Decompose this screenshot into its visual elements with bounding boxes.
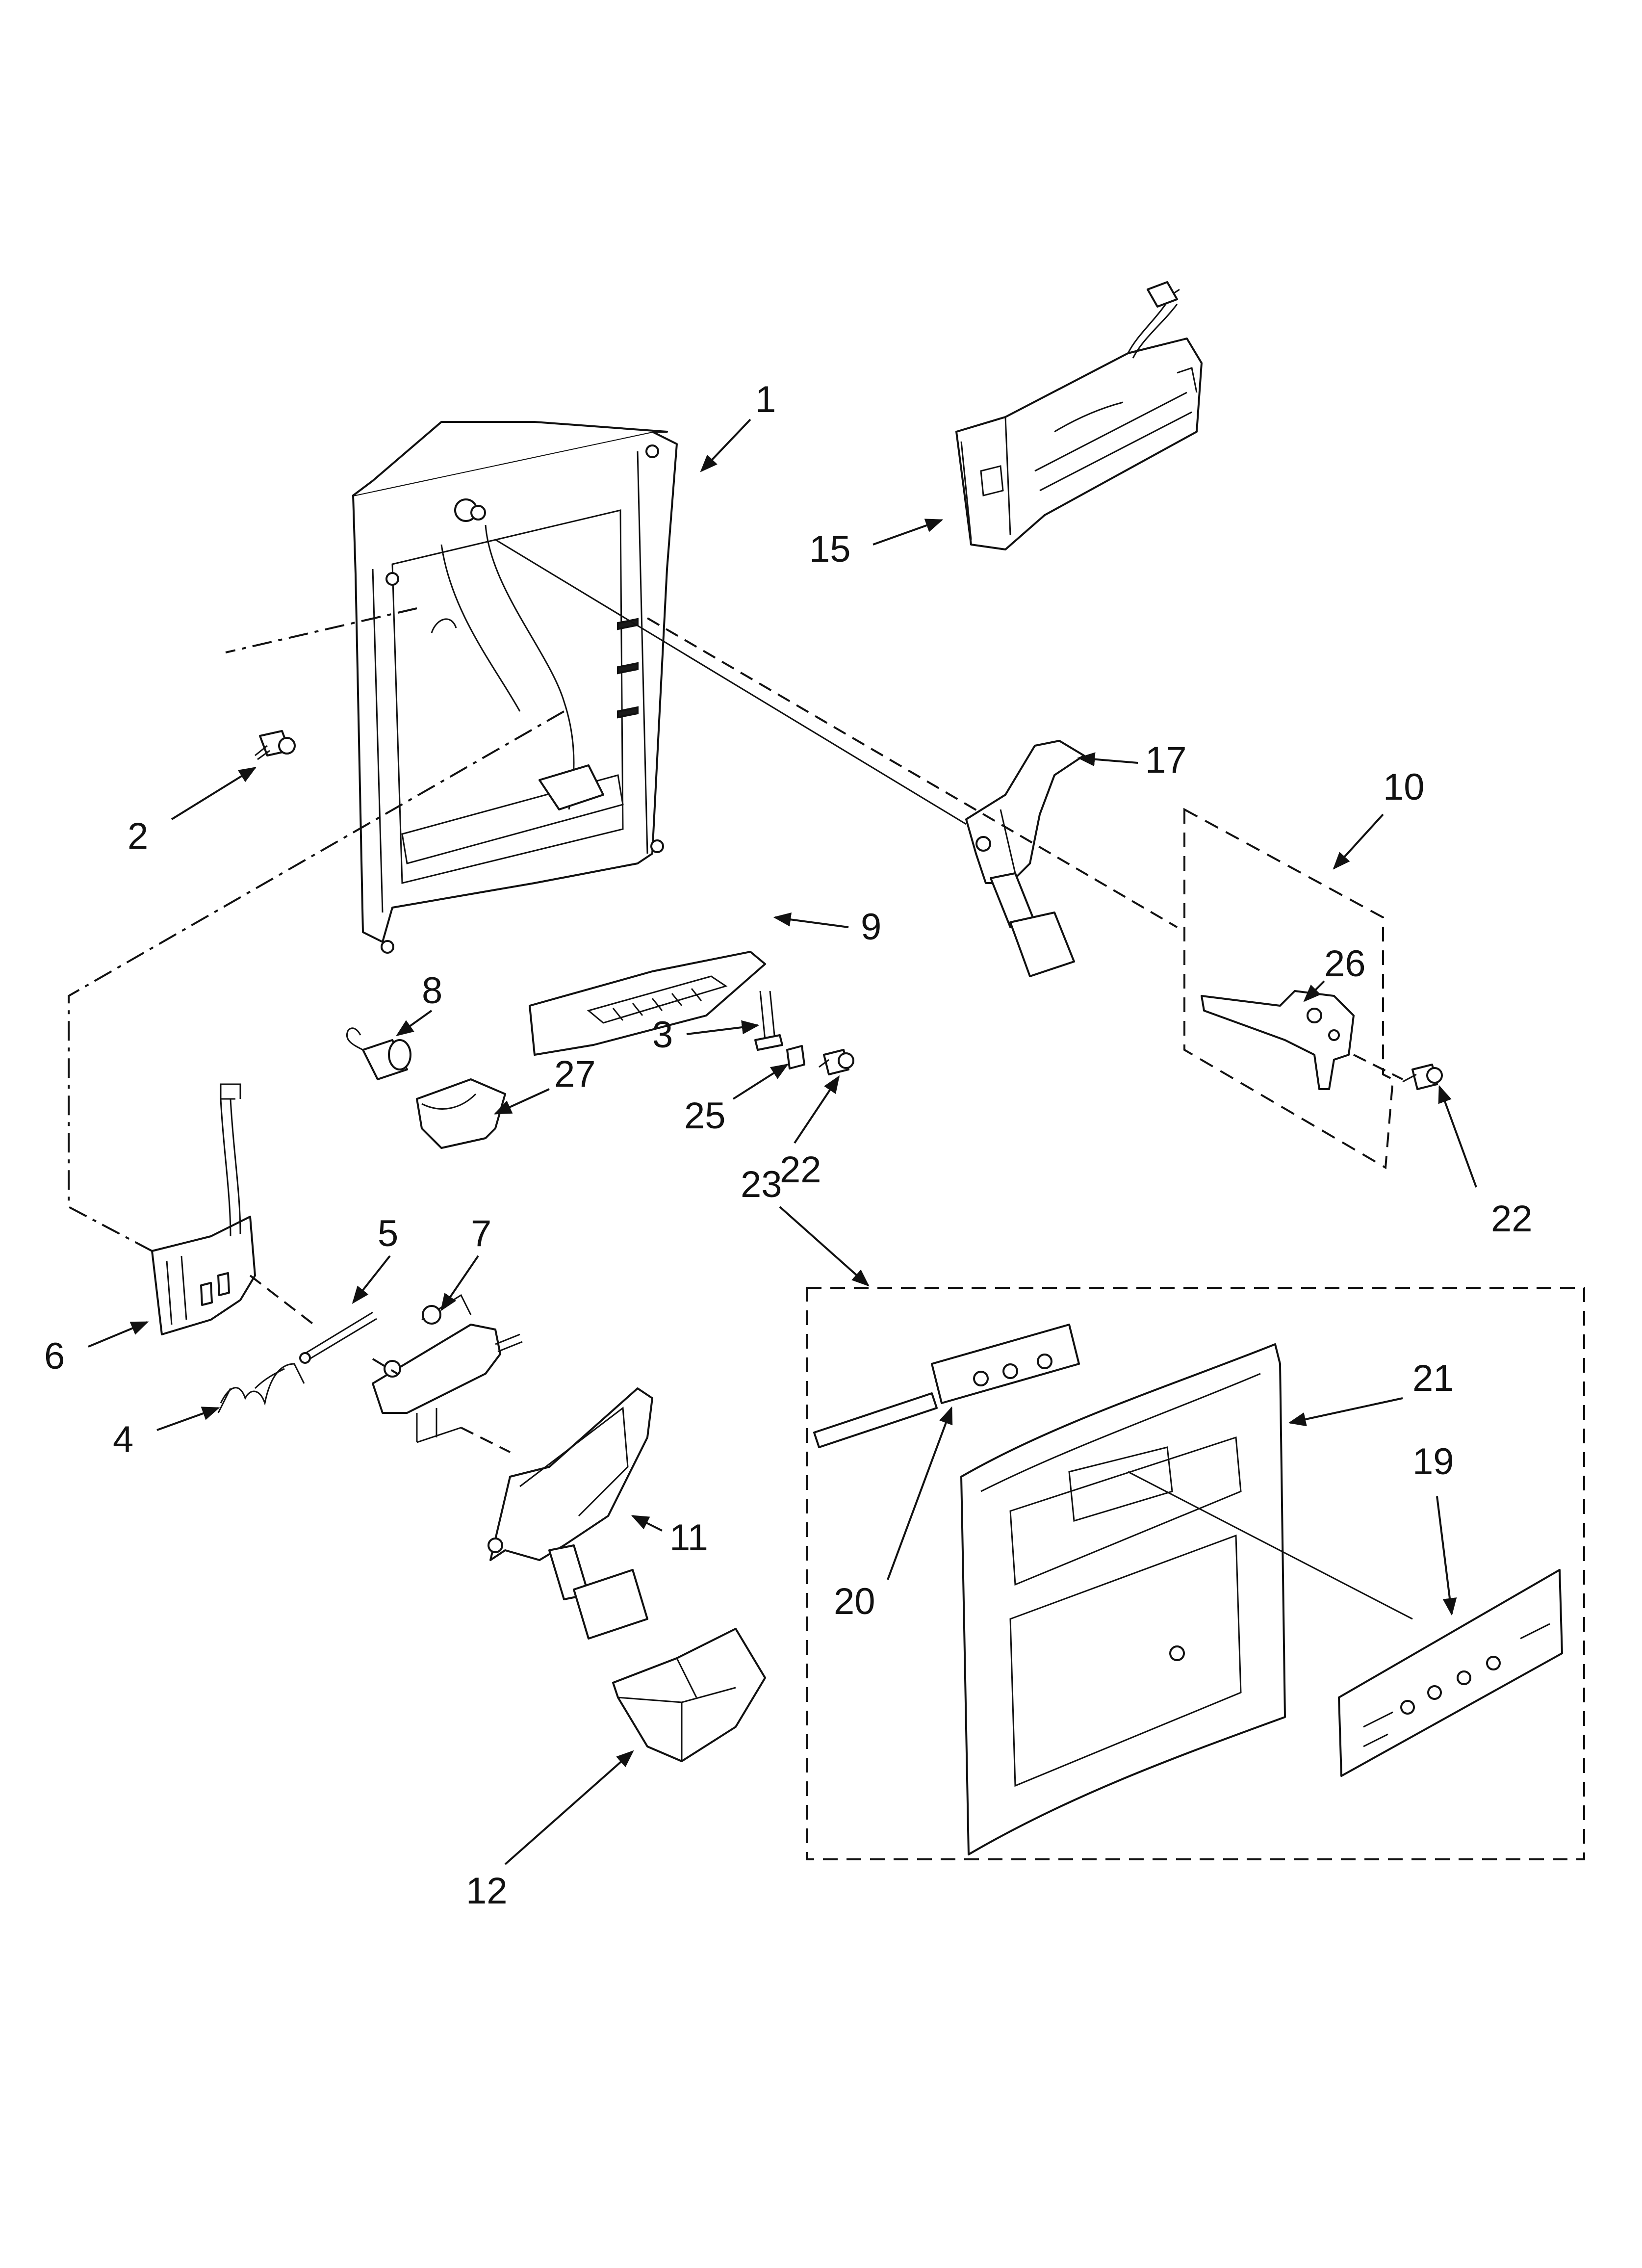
- callout-23: 23: [741, 1164, 782, 1205]
- part-2-screw: [255, 730, 296, 760]
- callout-12: 12: [466, 1870, 508, 1912]
- callout-9: 9: [861, 906, 881, 948]
- reference-line-housing-to-switch: [68, 710, 564, 1252]
- callout-6: 6: [44, 1335, 65, 1377]
- callout-22-a: 22: [780, 1149, 821, 1191]
- callout-5: 5: [378, 1213, 398, 1254]
- reference-line-pin-to-block: [372, 1358, 398, 1375]
- group-23-outline: [806, 1287, 1585, 1860]
- callout-4: 4: [113, 1419, 133, 1460]
- part-26-lever: [1201, 990, 1355, 1090]
- reference-line-housing-to-screw: [225, 607, 417, 653]
- callout-8: 8: [422, 970, 442, 1012]
- callout-21: 21: [1412, 1357, 1454, 1399]
- part-7-actuator-block: [372, 1294, 523, 1443]
- callout-19: 19: [1412, 1441, 1454, 1483]
- group-10-outline: [1183, 808, 1394, 1170]
- part-3-clip: [754, 991, 783, 1051]
- reference-line-housing-to-lever: [646, 617, 1178, 928]
- part-25-plate: [786, 1045, 805, 1069]
- part-15-bracket: [955, 281, 1203, 550]
- reference-line-panel-to-overlay: [1128, 1471, 1413, 1620]
- part-17-actuator: [965, 740, 1085, 977]
- part-12-bucket: [612, 1628, 766, 1762]
- callout-25: 25: [684, 1095, 726, 1137]
- part-22-screw-b: [1402, 1064, 1443, 1090]
- reference-line-lever-to-screw: [1353, 1054, 1403, 1080]
- callout-2: 2: [128, 815, 148, 857]
- part-8-solenoid: [346, 1027, 411, 1080]
- part-1-housing: [352, 421, 678, 954]
- callout-15: 15: [809, 528, 851, 570]
- callout-26: 26: [1324, 943, 1366, 985]
- part-27-cover: [416, 1078, 506, 1149]
- callout-22-b: 22: [1491, 1198, 1533, 1240]
- part-5-pin: [299, 1311, 377, 1364]
- callout-10: 10: [1383, 766, 1425, 808]
- reference-line-housing-to-actuator: [495, 539, 967, 825]
- part-20-control-board: [813, 1324, 1080, 1448]
- callout-3: 3: [652, 1014, 673, 1056]
- part-9-grille: [529, 951, 766, 1056]
- part-21-front-panel: [960, 1343, 1286, 1855]
- reference-line-switch-to-pin: [249, 1275, 315, 1326]
- part-11-water-paddle: [487, 1387, 653, 1640]
- part-4-spring: [217, 1363, 305, 1413]
- callout-11: 11: [669, 1517, 708, 1559]
- part-6-switch-box: [151, 1083, 256, 1335]
- part-19-overlay: [1338, 1569, 1563, 1777]
- reference-line-block-to-paddle: [461, 1427, 511, 1453]
- callout-27: 27: [554, 1053, 596, 1095]
- callout-20: 20: [834, 1581, 875, 1622]
- part-22-screw-a: [819, 1049, 854, 1075]
- callout-7: 7: [471, 1213, 491, 1254]
- callout-17: 17: [1145, 739, 1187, 781]
- callout-1: 1: [755, 379, 776, 420]
- leader-arrows: [88, 418, 1477, 1865]
